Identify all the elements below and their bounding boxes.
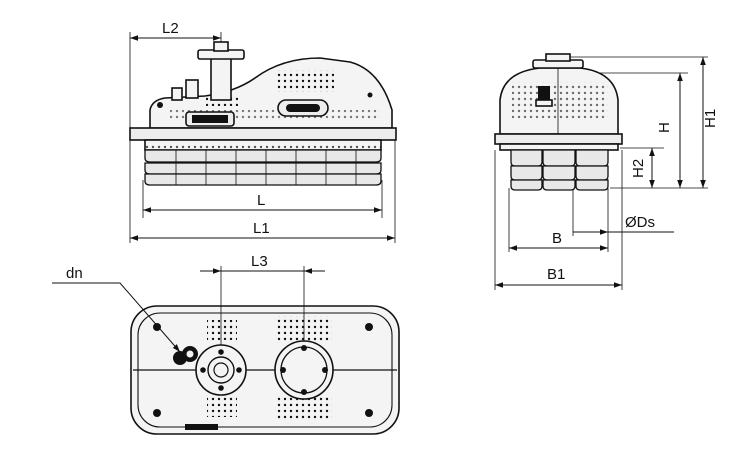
front-screw-right (367, 92, 373, 98)
label-b1: B1 (547, 266, 565, 283)
top-dots-left-upper (207, 320, 237, 340)
label-l2: L2 (162, 20, 179, 37)
display-screen (192, 115, 228, 123)
vacuum-port (210, 57, 232, 101)
top-dots-left-lower (207, 395, 237, 417)
top-small-port-bore (213, 362, 229, 378)
side-coupling (499, 143, 619, 151)
front-vent-dots (276, 70, 334, 92)
label-ds: ØDs (625, 214, 655, 231)
side-view: H1 H H2 ØDs B B1 (494, 53, 719, 290)
connector (185, 79, 199, 99)
front-screw (157, 102, 163, 108)
side-vent-dots (512, 82, 608, 120)
side-base-plate (494, 133, 623, 145)
front-view: L2 L L1 (129, 20, 397, 243)
label-l3: L3 (251, 253, 268, 270)
label-h: H (656, 122, 673, 133)
front-lower-dots (170, 110, 380, 120)
top-screw-br (365, 409, 373, 417)
side-knob-base (535, 99, 553, 107)
label-l1: L1 (253, 220, 270, 237)
port-cap (213, 41, 229, 52)
front-vent-dots-small (206, 96, 238, 106)
label-dn: dn (66, 265, 83, 282)
top-screw-tl (153, 323, 161, 331)
label-plate-inner (286, 104, 320, 112)
side-port-cap (545, 53, 571, 62)
top-dots-right-lower (276, 396, 332, 420)
dn-leader (52, 282, 181, 353)
top-view: dn L3 (52, 253, 400, 435)
top-bottom-tab (185, 424, 218, 430)
top-screw-bl (153, 409, 161, 417)
side-knob (538, 86, 550, 102)
bellows-row (144, 145, 382, 186)
connector-small (171, 87, 183, 101)
base-plate (129, 127, 397, 141)
top-screw-tr (365, 323, 373, 331)
label-h1: H1 (702, 109, 719, 128)
label-h2: H2 (630, 159, 647, 178)
label-l: L (257, 192, 265, 209)
label-b: B (552, 230, 562, 247)
side-bellows (510, 149, 609, 191)
top-small-port-inner (207, 356, 235, 384)
